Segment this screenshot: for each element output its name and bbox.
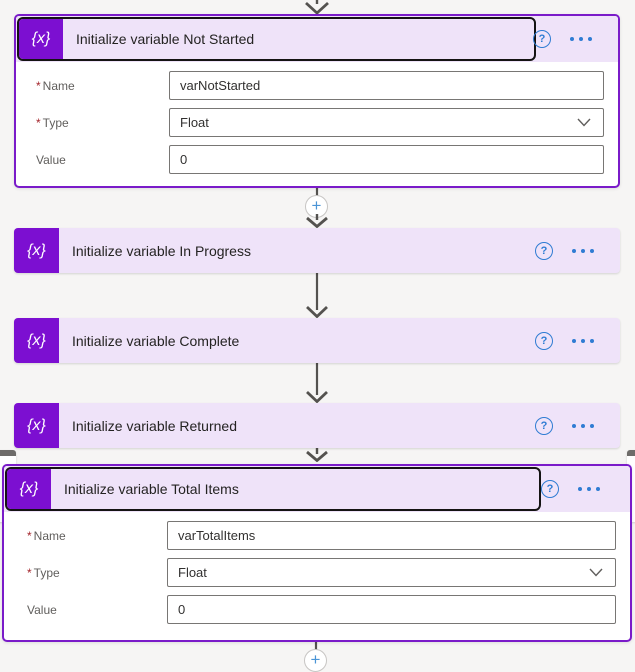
field-row-name: *Name <box>36 71 604 100</box>
required-marker: * <box>36 78 41 93</box>
field-row-type: *Type Float <box>36 108 604 137</box>
required-marker: * <box>36 115 41 130</box>
type-dropdown-value: Float <box>180 115 209 130</box>
required-marker: * <box>27 528 32 543</box>
field-row-name: *Name <box>27 521 616 550</box>
connector-arrow-2 <box>306 273 328 318</box>
value-field-label: Value <box>36 152 66 167</box>
type-dropdown[interactable]: Float <box>169 108 604 137</box>
field-row-value: Value <box>27 595 616 624</box>
action-card-initialize-variable-total-items[interactable]: {x} Initialize variable Total Items ? *N… <box>2 464 632 642</box>
action-title: Initialize variable Complete <box>72 332 240 349</box>
type-dropdown-value: Float <box>178 565 207 580</box>
required-marker: * <box>27 565 32 580</box>
menu-ellipsis-icon[interactable] <box>576 483 602 495</box>
help-icon[interactable]: ? <box>535 331 553 350</box>
menu-ellipsis-icon[interactable] <box>568 33 594 45</box>
action-card-header-button[interactable]: {x} Initialize variable Not Started <box>17 17 536 61</box>
variables-connector-icon: {x} <box>14 403 59 448</box>
action-title: Initialize variable In Progress <box>72 242 251 259</box>
help-icon[interactable]: ? <box>533 30 551 48</box>
action-card-initialize-variable-returned[interactable]: {x} Initialize variable Returned ? <box>14 403 620 448</box>
menu-ellipsis-icon[interactable] <box>570 420 596 432</box>
action-card-initialize-variable-complete[interactable]: {x} Initialize variable Complete ? <box>14 318 620 363</box>
connector-arrow-3 <box>306 363 328 403</box>
variables-connector-icon: {x} <box>14 228 59 273</box>
action-card-header: {x} Initialize variable Not Started ? <box>16 16 618 62</box>
name-field-label: *Name <box>36 78 75 93</box>
connector-arrow-top <box>305 0 329 15</box>
action-title: Initialize variable Returned <box>72 417 237 434</box>
variables-connector-icon: {x} <box>19 19 63 59</box>
value-field-label: Value <box>27 602 57 617</box>
value-input[interactable] <box>169 145 604 174</box>
field-row-value: Value <box>36 145 604 174</box>
action-title: Initialize variable Total Items <box>64 481 239 497</box>
variables-connector-icon: {x} <box>14 318 59 363</box>
type-dropdown[interactable]: Float <box>167 558 616 587</box>
action-card-initialize-variable-not-started[interactable]: {x} Initialize variable Not Started ? *N… <box>14 14 620 188</box>
action-card-body: *Name *Type Float Value <box>4 512 630 624</box>
chevron-down-icon <box>589 568 603 577</box>
field-row-type: *Type Float <box>27 558 616 587</box>
action-card-header-button[interactable]: {x} Initialize variable Total Items <box>5 467 541 511</box>
action-title: Initialize variable Not Started <box>76 31 255 47</box>
variables-connector-icon: {x} <box>7 469 51 509</box>
value-input[interactable] <box>167 595 616 624</box>
name-field-label: *Name <box>27 528 66 543</box>
help-icon[interactable]: ? <box>535 416 553 435</box>
name-input[interactable] <box>169 71 604 100</box>
action-card-initialize-variable-in-progress[interactable]: {x} Initialize variable In Progress ? <box>14 228 620 273</box>
insert-step-button[interactable]: + <box>305 195 328 218</box>
type-field-label: *Type <box>36 115 69 130</box>
type-field-label: *Type <box>27 565 60 580</box>
menu-ellipsis-icon[interactable] <box>570 245 596 257</box>
action-card-body: *Name *Type Float Value <box>16 62 618 174</box>
chevron-down-icon <box>577 118 591 127</box>
help-icon[interactable]: ? <box>535 241 553 260</box>
connector-arrow-4 <box>306 448 328 462</box>
menu-ellipsis-icon[interactable] <box>570 335 596 347</box>
name-input[interactable] <box>167 521 616 550</box>
help-icon[interactable]: ? <box>541 480 559 498</box>
action-card-header: {x} Initialize variable Total Items ? <box>4 466 630 512</box>
